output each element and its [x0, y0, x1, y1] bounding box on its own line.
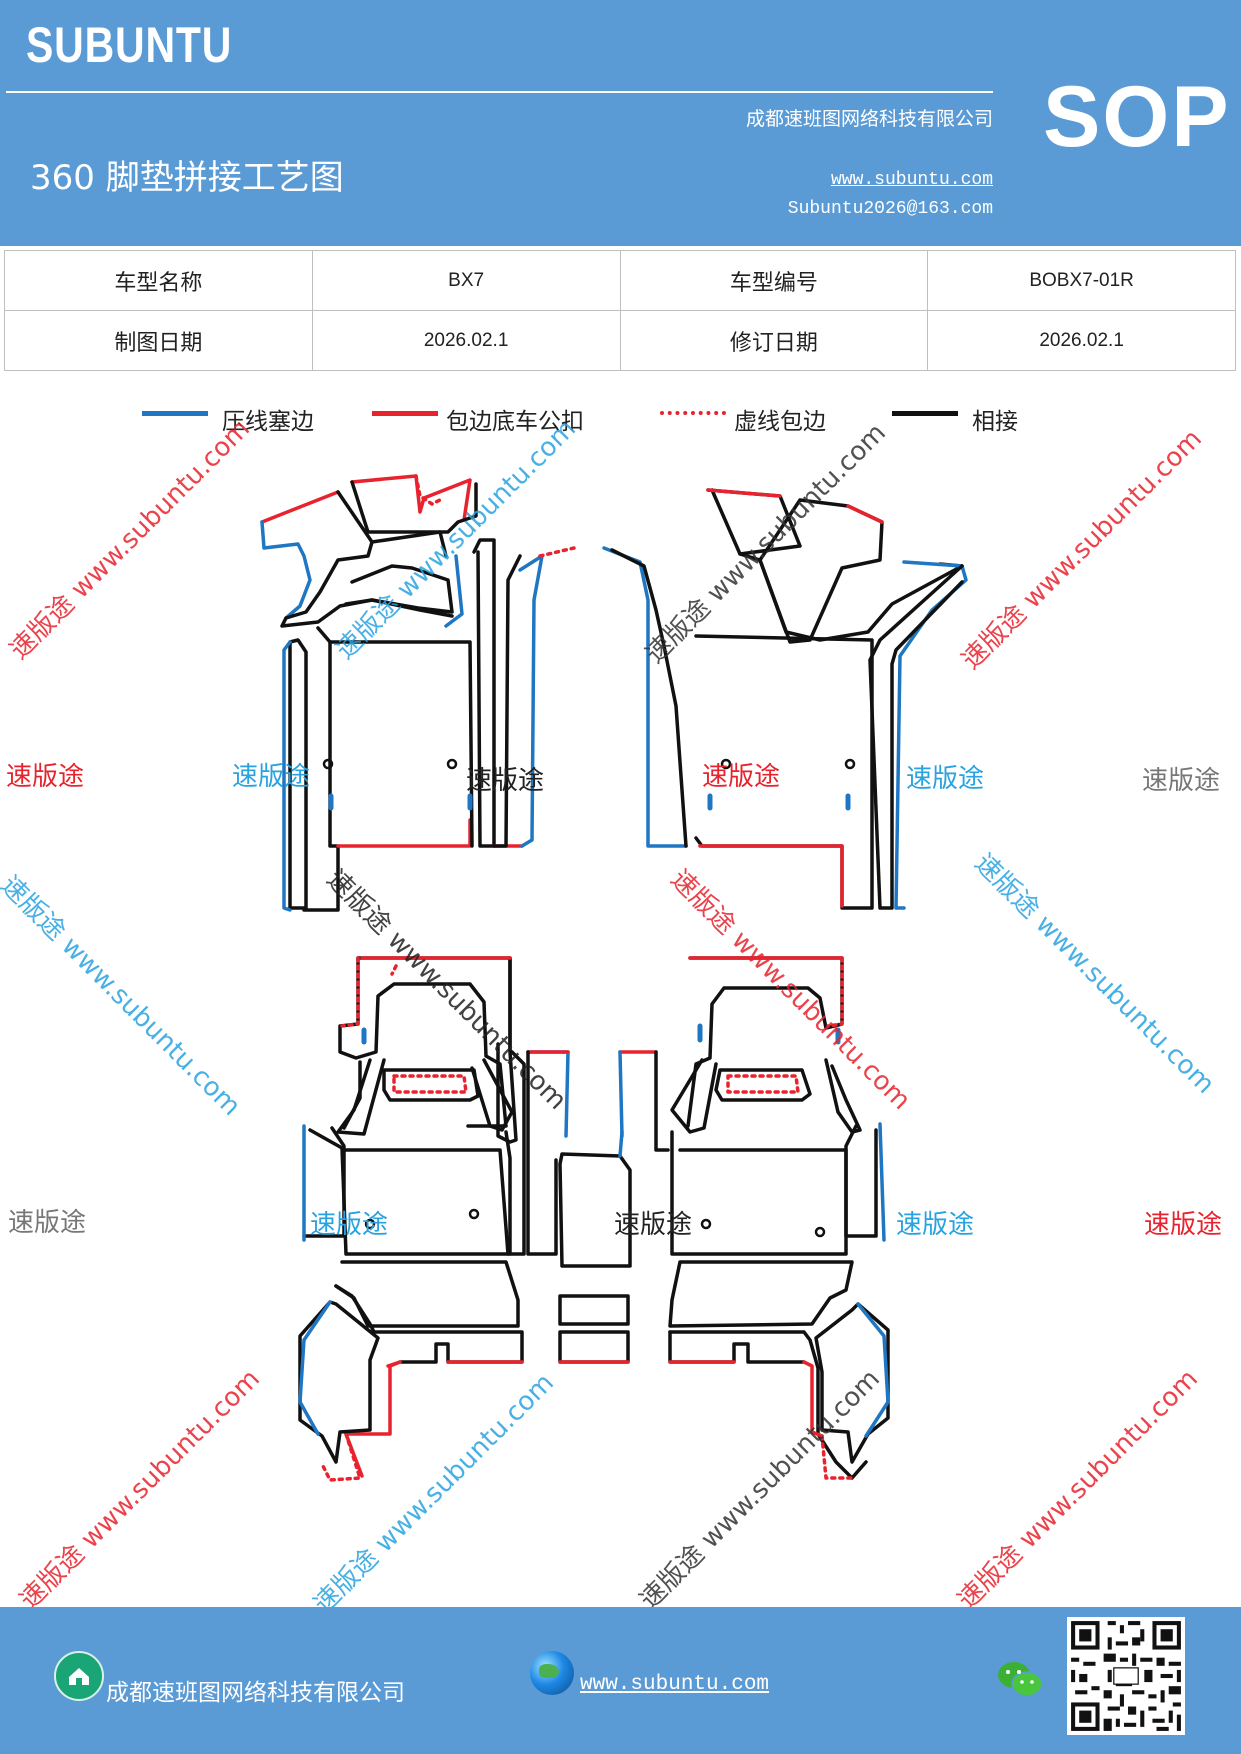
qr-code	[1067, 1617, 1185, 1735]
front-left-mat	[260, 474, 576, 912]
legend-label: 包边底车公扣	[446, 409, 584, 435]
label-draw-date: 制图日期	[4, 310, 313, 371]
footer-banner: 成都速班图网络科技有限公司 www.subuntu.com	[0, 1607, 1241, 1754]
header-email: Subuntu2026@163.com	[787, 199, 993, 219]
header-url-link[interactable]: www.subuntu.com	[830, 170, 993, 190]
label-model-name: 车型名称	[4, 250, 313, 311]
front-right-mat	[602, 488, 968, 910]
legend-swatch-blue	[142, 411, 208, 416]
table-row: 制图日期 2026.02.1 修订日期 2026.02.1	[4, 310, 1236, 371]
label-model-code: 车型编号	[619, 250, 929, 311]
globe-icon	[530, 1651, 574, 1695]
brand-logo: SUBUNTU	[26, 17, 233, 73]
header-banner: SUBUNTU 成都速班图网络科技有限公司 360 脚垫拼接工艺图 www.su…	[0, 0, 1241, 246]
legend-swatch-red	[372, 411, 438, 416]
header-divider	[6, 91, 993, 93]
rear-left-mat	[298, 956, 632, 1482]
header-company: 成都速班图网络科技有限公司	[745, 108, 993, 130]
rear-right-mat	[618, 956, 890, 1480]
legend-label: 虚线包边	[734, 409, 826, 435]
footer-company: 成都速班图网络科技有限公司	[106, 1680, 405, 1706]
value-revise-date: 2026.02.1	[927, 310, 1236, 371]
legend-label: 相接	[972, 409, 1018, 435]
wechat-icon[interactable]	[996, 1659, 1044, 1699]
legend-label: 压线塞边	[222, 409, 314, 435]
value-draw-date: 2026.02.1	[311, 310, 621, 371]
footer-url-link[interactable]: www.subuntu.com	[580, 1673, 770, 1696]
label-revise-date: 修订日期	[619, 310, 929, 371]
value-model-name: BX7	[311, 250, 621, 311]
page-title: 360 脚垫拼接工艺图	[30, 158, 344, 198]
legend-swatch-dotted	[660, 411, 726, 415]
home-icon	[54, 1651, 104, 1701]
sop-label: SOP	[1043, 69, 1231, 165]
info-table: 车型名称 BX7 车型编号 BOBX7-01R 制图日期 2026.02.1 修…	[4, 250, 1236, 371]
legend-swatch-black	[892, 411, 958, 416]
